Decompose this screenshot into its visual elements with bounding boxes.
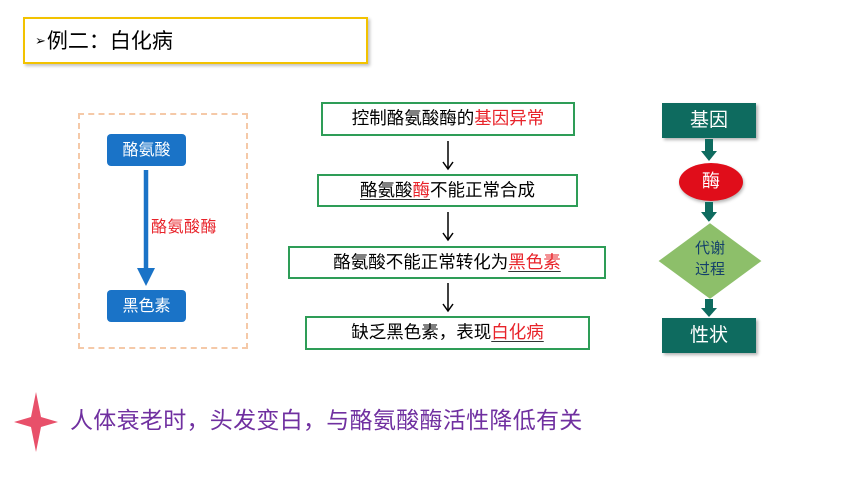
enzyme-label: 酪氨酸酶 [151, 217, 218, 236]
step1-text: 控制酪氨酸酶的 [351, 109, 475, 129]
down-arrow-icon [442, 212, 454, 242]
star-icon [14, 392, 58, 452]
step1-highlight: 基因异常 [474, 109, 545, 129]
pathway-panel [78, 113, 248, 349]
down-arrow-icon [701, 139, 717, 161]
bottom-note: 人体衰老时，头发变白，与酪氨酸酶活性降低有关 [70, 408, 583, 434]
title-box: ➢例二：白化病 [23, 17, 368, 64]
cause-step-disease: 缺乏黑色素，表现白化病 [305, 316, 590, 350]
step3-highlight: 黑色素 [508, 253, 561, 273]
cause-step-enzyme: 酪氨酸酶不能正常合成 [317, 174, 578, 207]
step4-text: 缺乏黑色素，表现 [351, 323, 492, 343]
metabolism-label-line2: 过程 [694, 260, 725, 278]
cause-step-conversion: 酪氨酸不能正常转化为黑色素 [288, 246, 606, 279]
tyrosine-box: 酪氨酸 [107, 134, 186, 166]
down-arrow-icon [701, 299, 717, 317]
title-label: 例二：白化病 [46, 29, 173, 53]
metabolism-label: 代谢 过程 [655, 238, 765, 280]
step2-before: 酪氨酸 [360, 181, 413, 201]
step3-text: 酪氨酸不能正常转化为 [333, 253, 509, 273]
melanin-box: 黑色素 [107, 290, 186, 322]
down-arrow-icon [442, 283, 454, 313]
bullet-arrow-icon: ➢ [35, 34, 46, 49]
page-title: ➢例二：白化病 [35, 28, 173, 55]
down-arrow-icon [137, 170, 155, 286]
step2-highlight: 酶 [412, 181, 431, 201]
cause-step-gene: 控制酪氨酸酶的基因异常 [321, 102, 575, 136]
trait-box: 性状 [662, 318, 756, 353]
step4-highlight: 白化病 [491, 323, 544, 343]
down-arrow-icon [701, 202, 717, 222]
down-arrow-icon [442, 141, 454, 171]
step2-after: 不能正常合成 [430, 181, 535, 201]
enzyme-oval: 酶 [679, 163, 743, 201]
metabolism-label-line1: 代谢 [694, 239, 725, 257]
gene-box: 基因 [662, 103, 756, 138]
